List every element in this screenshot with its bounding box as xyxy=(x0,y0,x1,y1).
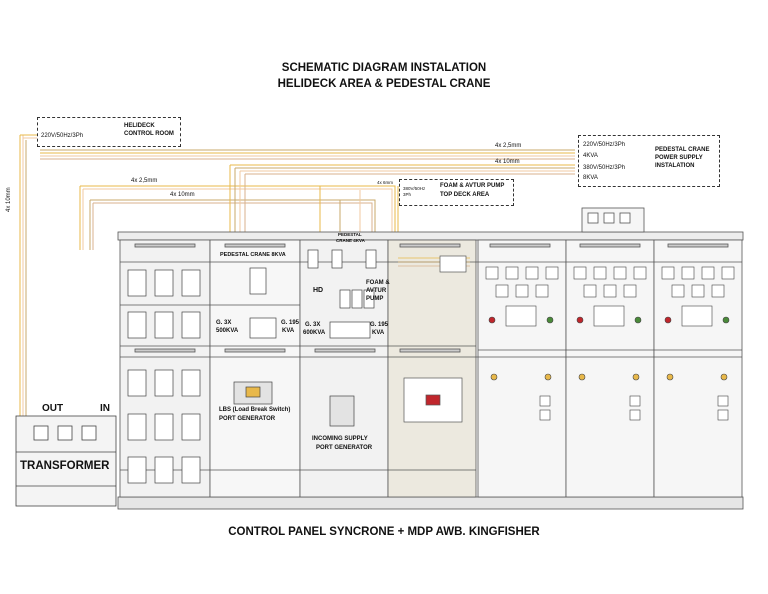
label-g195-mid-1: G. 195 xyxy=(370,322,389,328)
transformer-label: TRANSFORMER xyxy=(20,460,110,472)
cable-label-1: 4x 2,5mm xyxy=(495,143,522,149)
label-g195-mid-2: KVA xyxy=(372,330,385,336)
crane-label-1: PEDESTAL CRANE xyxy=(655,147,710,153)
transformer-out-label: OUT xyxy=(42,403,64,414)
helideck-supply: 220V/50Hz/3Ph xyxy=(41,133,84,139)
foam-box xyxy=(399,179,514,206)
transformer-in-label: IN xyxy=(100,403,110,414)
cable-label-5: 4x 6mm xyxy=(377,180,394,185)
label-pedestal-4kva-1: PEDESTAL xyxy=(338,232,362,237)
cabinet-4 xyxy=(387,239,477,498)
helideck-box xyxy=(37,117,181,147)
label-g3x-left-2: 500KVA xyxy=(216,328,239,334)
cabinet-3 xyxy=(299,239,389,498)
helideck-label-2: CONTROL ROOM xyxy=(124,131,174,137)
label-g195-left-2: KVA xyxy=(282,328,295,334)
crane-box xyxy=(578,135,720,187)
helideck-label-1: HELIDECK xyxy=(124,123,155,129)
label-pedestal-4kva-2: CRANE 4KVA xyxy=(336,238,365,243)
crane-supply-4: 8KVA xyxy=(583,175,598,181)
label-foam-3: PUMP xyxy=(366,296,384,302)
gauge-group-cab6 xyxy=(573,266,647,421)
foam-label-2: TOP DECK AREA xyxy=(440,192,490,198)
label-lbs-2: PORT GENERATOR xyxy=(219,416,276,422)
gauge-group-cab7 xyxy=(661,266,735,421)
cable-4x25-left xyxy=(80,185,396,246)
cable-label-4: 4x 10mm xyxy=(170,192,195,198)
label-incoming-1: INCOMING SUPPLY xyxy=(312,436,368,442)
foam-label-1: FOAM & AVTUR PUMP xyxy=(440,183,505,189)
label-g3x-mid-1: G. 3X xyxy=(305,322,321,328)
cable-label-3: 4x 2,5mm xyxy=(131,178,158,184)
label-foam-2: AVTUR xyxy=(366,288,387,294)
crane-label-3: INSTALATION xyxy=(655,163,695,169)
cabinet-6 xyxy=(565,239,655,498)
crane-label-2: POWER SUPPLY xyxy=(655,155,703,161)
cable-label-2: 4x 10mm xyxy=(495,159,520,165)
label-pedestal-8kva: PEDESTAL CRANE 8KVA xyxy=(220,252,286,258)
footer-caption: CONTROL PANEL SYNCRONE + MDP AWB. KINGFI… xyxy=(228,526,540,538)
gauge-group-cab5 xyxy=(485,266,559,421)
crane-supply-3: 380V/50Hz/3Ph xyxy=(583,165,626,171)
foam-supply-1: 380V/50Hz xyxy=(403,186,426,191)
crane-supply-2: 4KVA xyxy=(583,153,598,159)
cabinet-5 xyxy=(477,239,567,498)
cable-label-6: 4x 10mm xyxy=(6,187,12,212)
label-g3x-mid-2: 600KVA xyxy=(303,330,326,336)
label-incoming-2: PORT GENERATOR xyxy=(316,445,373,451)
crane-supply-1: 220V/50Hz/3Ph xyxy=(583,142,626,148)
foam-supply-2: 3Ph xyxy=(403,192,412,197)
diagram-title-line2: HELIDECK AREA & PEDESTAL CRANE xyxy=(277,78,491,90)
diagram-title-line1: SCHEMATIC DIAGRAM INSTALATION xyxy=(281,62,487,74)
cabinet-7 xyxy=(653,239,743,498)
label-foam-1: FOAM & xyxy=(366,280,390,286)
label-hd: HD xyxy=(313,287,324,294)
label-lbs-1: LBS (Load Break Switch) xyxy=(219,407,291,413)
label-g195-left-1: G. 195 xyxy=(281,320,300,326)
label-g3x-left-1: G. 3X xyxy=(216,320,232,326)
